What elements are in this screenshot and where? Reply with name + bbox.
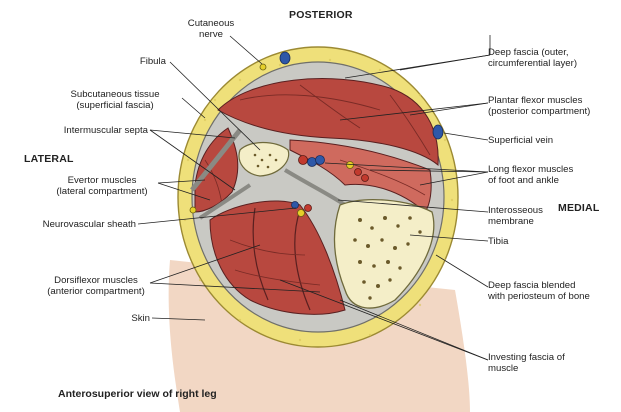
label-deep-fascia-blended: Deep fascia blended with periosteum of b… — [488, 280, 590, 302]
label-long-flexor: Long flexor muscles of foot and ankle — [488, 164, 574, 186]
anterior-neurovascular-bundle — [291, 201, 312, 217]
label-plantar-flexor: Plantar flexor muscles (posterior compar… — [488, 95, 591, 117]
tibia-bone — [333, 199, 435, 309]
label-neurovascular-sheath: Neurovascular sheath — [42, 219, 136, 230]
cutaneous-nerve-dot — [259, 63, 267, 71]
posterior-neurovascular-bundle — [298, 155, 325, 167]
superficial-vein-medial — [432, 124, 444, 140]
leader-lines — [137, 35, 491, 361]
cutaneous-nerve-lateral — [189, 206, 197, 214]
label-investing-fascia: Investing fascia of muscle — [488, 352, 565, 374]
superficial-vein-posterior — [279, 51, 291, 65]
label-tibia: Tibia — [488, 236, 509, 247]
fibula-bone — [238, 141, 290, 177]
orientation-lateral: LATERAL — [24, 153, 74, 165]
orientation-posterior: POSTERIOR — [289, 9, 353, 21]
label-deep-fascia: Deep fascia (outer, circumferential laye… — [488, 47, 578, 69]
label-dorsiflexor-muscles: Dorsiflexor muscles (anterior compartmen… — [47, 275, 145, 297]
orientation-medial: MEDIAL — [558, 202, 600, 214]
peroneal-bundle — [346, 161, 369, 182]
label-fibula: Fibula — [139, 56, 166, 67]
label-intermuscular-septa: Intermuscular septa — [63, 125, 148, 136]
subcutaneous-texture — [183, 58, 454, 342]
plantar-flexor-muscle — [217, 78, 439, 167]
interosseous-membrane — [283, 168, 347, 207]
figure-caption: Anterosuperior view of right leg — [58, 388, 217, 400]
label-subcutaneous-tissue: Subcutaneous tissue (superficial fascia) — [70, 89, 160, 111]
label-superficial-vein: Superficial vein — [488, 135, 554, 146]
label-evertor-muscles: Evertor muscles (lateral compartment) — [56, 175, 148, 197]
label-cutaneous-nerve: Cutaneous nerve — [187, 18, 235, 40]
dorsiflexor-muscle — [209, 200, 346, 315]
label-skin: Skin — [131, 313, 150, 324]
label-interosseous-membrane: Interosseous membrane — [488, 205, 543, 227]
tibia-marrow-texture — [353, 216, 422, 300]
intermuscular-septum-anterior — [198, 183, 252, 220]
